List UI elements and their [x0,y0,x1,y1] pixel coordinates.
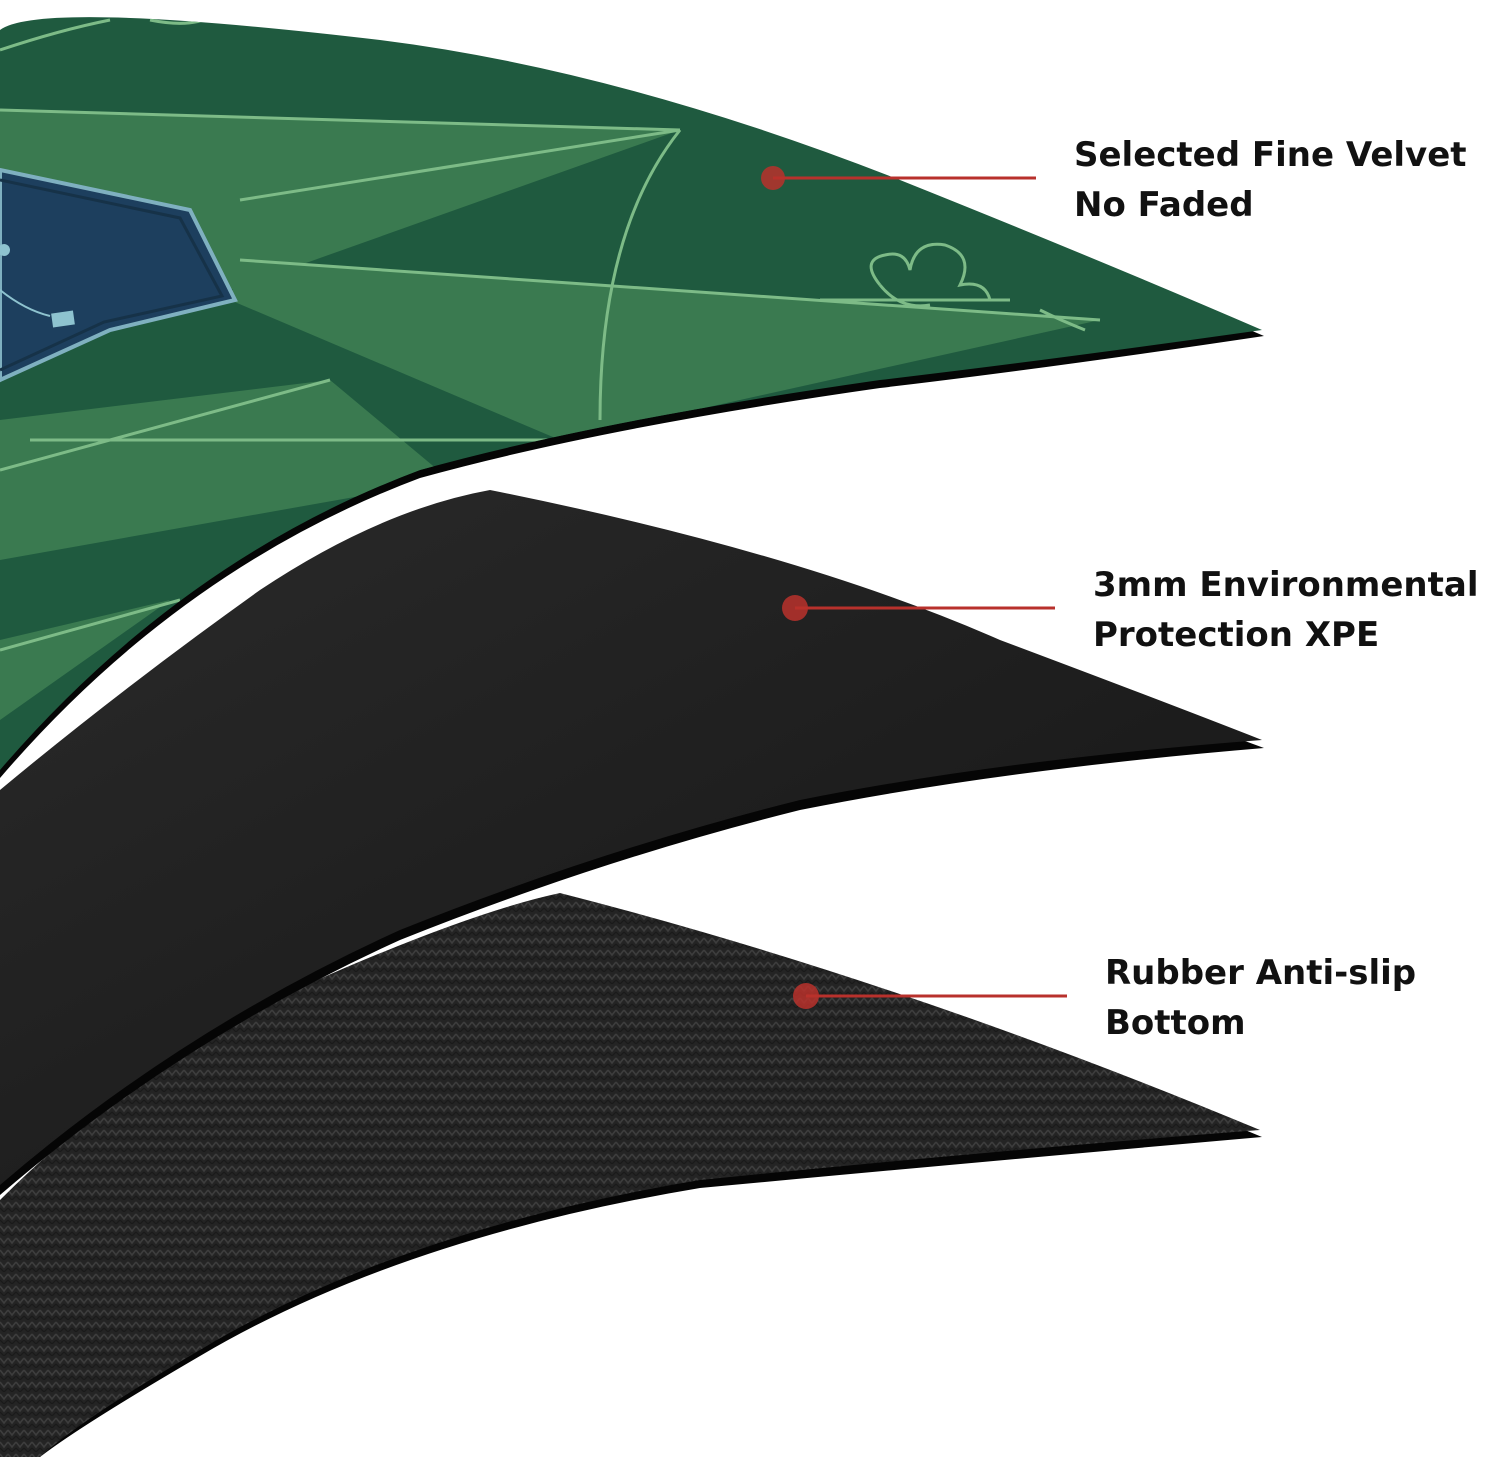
rubber-callout: Rubber Anti-slip Bottom [1105,948,1416,1048]
xpe-callout: 3mm Environmental Protection XPE [1093,560,1478,660]
velvet-layer [0,17,1264,778]
velvet-callout-line1: Selected Fine Velvet [1074,135,1467,175]
rubber-callout-line1: Rubber Anti-slip [1105,953,1417,993]
xpe-marker-dot [782,595,808,621]
foam-surface [0,490,1262,1185]
rubber-layer [0,893,1262,1457]
velvet-callout: Selected Fine Velvet No Faded [1074,130,1467,230]
foam-layer [0,490,1264,1195]
rubber-callout-line2: Bottom [1105,1003,1246,1043]
xpe-callout-line2: Protection XPE [1093,615,1380,655]
center-emblem [0,167,238,384]
rubber-surface [0,893,1260,1457]
rubber-marker-dot [793,983,819,1009]
club-suit-icon [820,242,1086,332]
callout-markers [761,166,1067,1009]
velvet-callout-line2: No Faded [1074,185,1254,225]
velvet-marker-dot [761,166,785,190]
xpe-callout-line1: 3mm Environmental [1093,565,1479,605]
